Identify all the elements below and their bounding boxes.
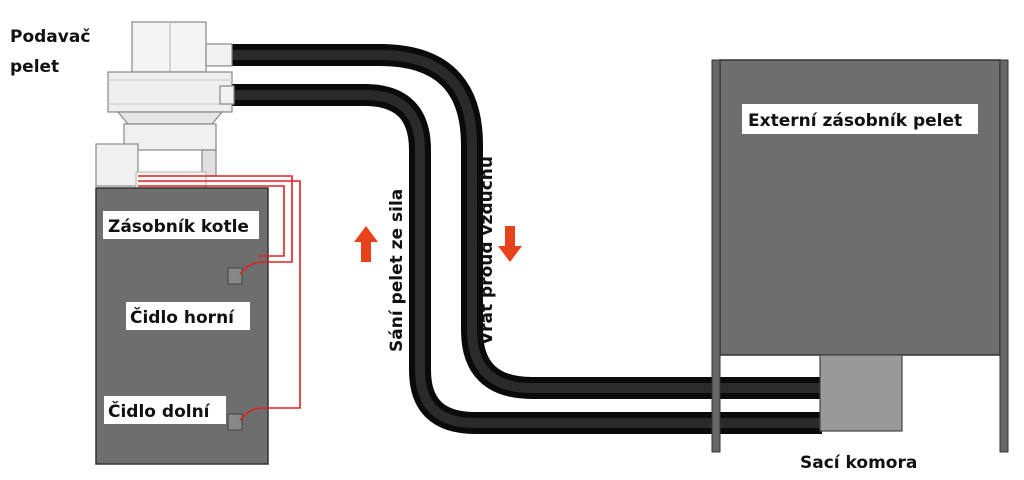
feeder-neck [123, 123, 217, 151]
feeder-side-box [95, 143, 139, 187]
hoses [232, 44, 822, 434]
label-feeder-line2: pelet [10, 57, 59, 77]
feeder-outlet-lower [219, 85, 235, 105]
external-tank-leg-left [711, 59, 721, 453]
sensor-bottom-icon [227, 413, 243, 431]
feeder-body [107, 71, 233, 113]
label-boiler-tank: Zásobník kotle [108, 217, 249, 237]
feeder-cone [116, 111, 224, 125]
external-tank-leg-right [999, 59, 1009, 453]
sensor-wires [138, 175, 301, 421]
arrow-up-icon [354, 226, 378, 262]
label-sensor-top: Čidlo horní [130, 306, 235, 328]
label-sensor-bottom: Čidlo dolní [108, 400, 211, 422]
feeder-top-box [131, 21, 207, 73]
label-suction-chamber: Sací komora [800, 453, 917, 473]
suction-hose-inner [232, 90, 822, 428]
label-external-tank: Externí zásobník pelet [748, 111, 962, 131]
suction-chamber-box [819, 354, 903, 432]
label-suction: Sání pelet ze sila [387, 189, 407, 352]
label-return-air: Vrat proud vzduchu [477, 156, 497, 345]
pellet-feeder [95, 21, 235, 189]
sensor-top-icon [227, 267, 243, 285]
arrow-down-icon [498, 226, 522, 262]
flow-arrows [354, 226, 522, 262]
label-feeder-line1: Podavač [10, 27, 90, 47]
return-air-hose-inner [232, 50, 822, 393]
feeder-outlet-upper [205, 43, 233, 67]
